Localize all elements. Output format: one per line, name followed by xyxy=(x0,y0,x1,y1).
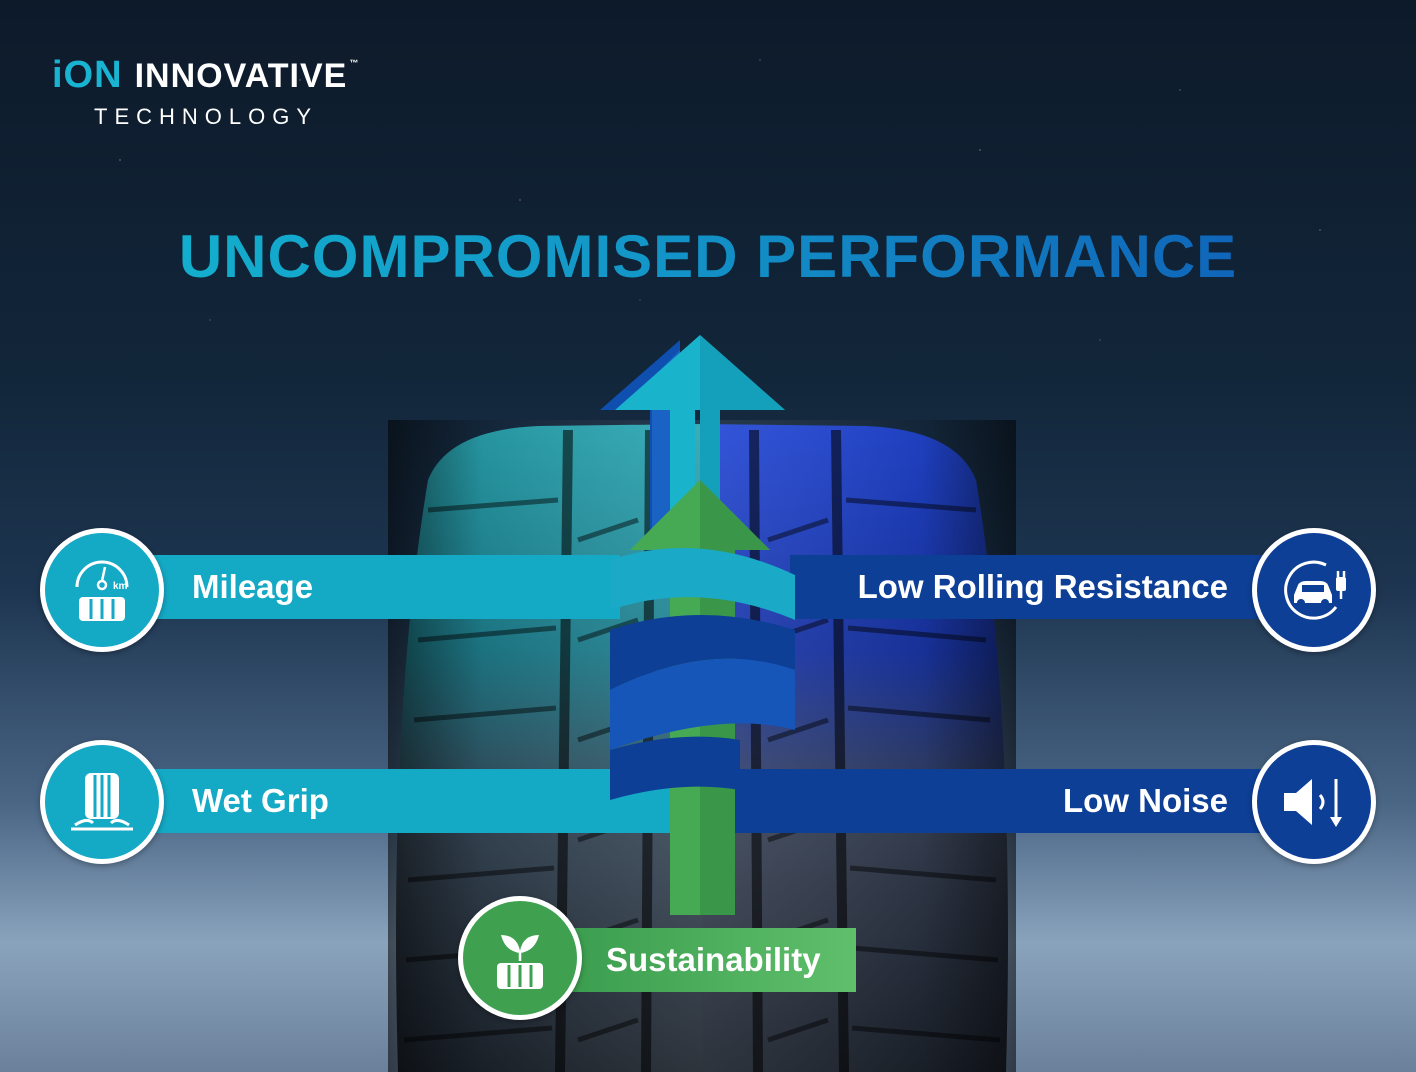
sustainability-icon-circle xyxy=(458,896,582,1020)
low-rolling-resistance-band: Low Rolling Resistance xyxy=(790,555,1310,619)
logo-ion-text: iON xyxy=(52,54,123,96)
low-rolling-resistance-icon-circle xyxy=(1252,528,1376,652)
mileage-label: Mileage xyxy=(192,568,314,605)
low-noise-icon-circle xyxy=(1252,740,1376,864)
trademark-symbol: ™ xyxy=(349,58,360,68)
ribbon-teal xyxy=(610,548,795,620)
logo-technology-text: TECHNOLOGY xyxy=(94,104,319,129)
mileage-band: Mileage xyxy=(100,555,620,619)
performance-arrows-graphic xyxy=(600,335,795,915)
low-noise-band: Low Noise xyxy=(730,769,1310,833)
electric-car-icon xyxy=(1284,560,1346,620)
speaker-volume-down-icon xyxy=(1284,779,1342,827)
leaf-tire-icon xyxy=(497,935,543,989)
low-rolling-resistance-label: Low Rolling Resistance xyxy=(857,568,1228,605)
km-text: km xyxy=(113,581,128,592)
headline: UNCOMPROMISED PERFORMANCE xyxy=(0,222,1416,291)
sustainability-label: Sustainability xyxy=(606,941,821,978)
wet-grip-band: Wet Grip xyxy=(100,769,680,833)
wet-grip-icon-circle xyxy=(40,740,164,864)
wet-grip-label: Wet Grip xyxy=(192,782,329,819)
sustainability-band: Sustainability xyxy=(560,928,856,992)
tire-water-icon xyxy=(71,773,133,831)
tire-odometer-icon: km xyxy=(75,560,129,621)
ribbon-blue xyxy=(610,615,795,690)
mileage-icon-circle: km xyxy=(40,528,164,652)
low-noise-label: Low Noise xyxy=(1062,782,1228,819)
logo-innovative-word: INNOVATIVE xyxy=(134,57,348,95)
